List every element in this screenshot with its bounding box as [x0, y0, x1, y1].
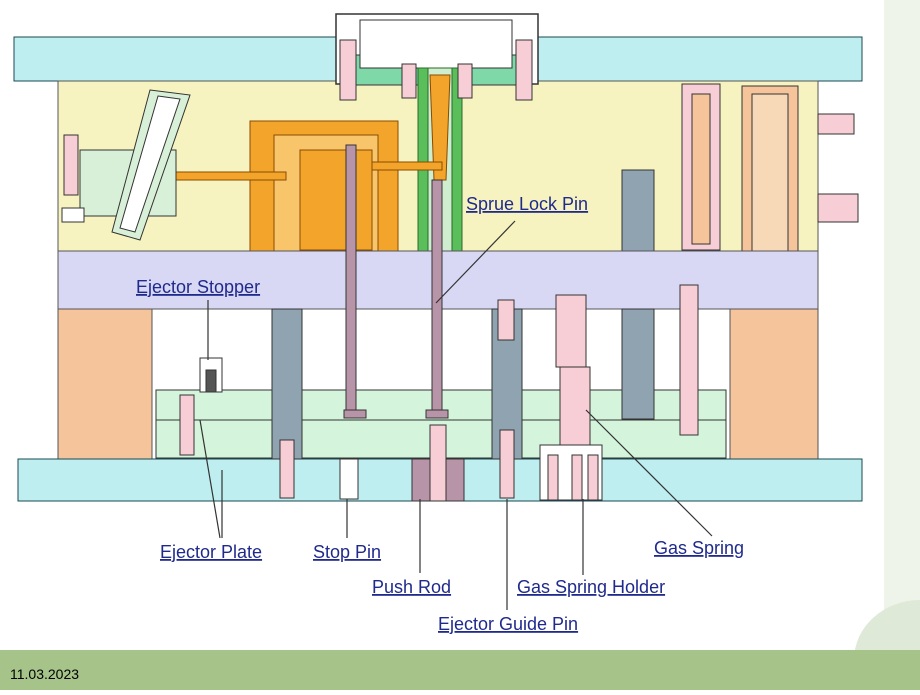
label-ejector-guide-pin: Ejector Guide Pin [438, 614, 578, 634]
ejector-pin [345, 144, 357, 418]
core-insert [621, 169, 655, 252]
rail-right [729, 308, 819, 460]
label-ejector-stopper: Ejector Stopper [136, 277, 260, 297]
stop-pin-part [339, 458, 359, 500]
ejector-guide-pin-part [497, 299, 515, 341]
side-connector-top [817, 113, 855, 135]
support-pillar-left [271, 308, 303, 460]
label-ejector-plate: Ejector Plate [160, 542, 262, 562]
footer-date: 11.03.2023 [10, 666, 80, 682]
support-pillar-right [621, 308, 655, 420]
label-sprue-lock-pin: Sprue Lock Pin [466, 194, 588, 214]
slide-side-strip [854, 0, 920, 660]
label-stop-pin: Stop Pin [313, 542, 381, 562]
runner [175, 171, 287, 181]
label-gas-spring: Gas Spring [654, 538, 744, 558]
side-connector-bottom [817, 193, 859, 223]
gas-spring-part [555, 294, 587, 368]
label-push-rod: Push Rod [372, 577, 451, 597]
slide-footer: 11.03.2023 [0, 650, 920, 690]
label-gas-spring-holder: Gas Spring Holder [517, 577, 665, 597]
rail-left [57, 308, 153, 460]
